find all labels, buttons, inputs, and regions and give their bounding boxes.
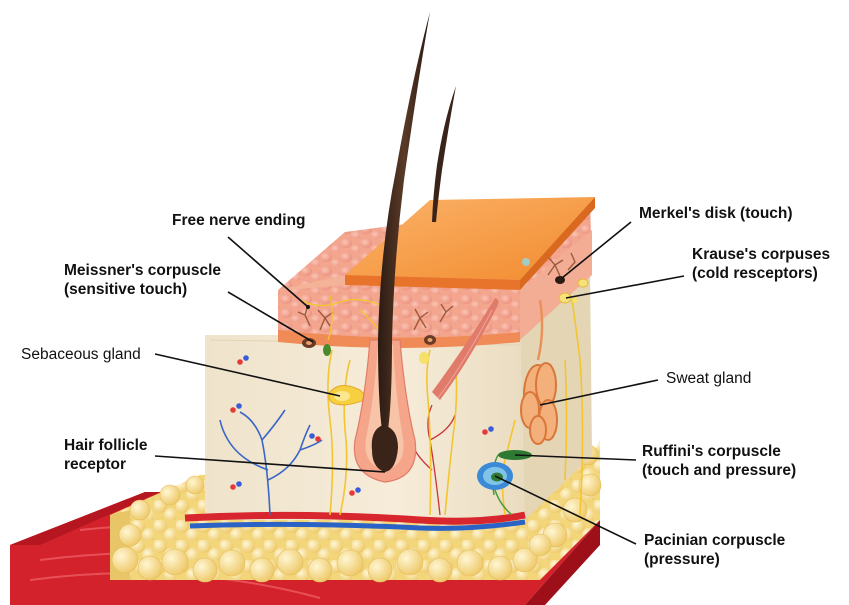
label-ruffini-corpuscle: Ruffini's corpuscle (touch and pressure): [642, 442, 796, 480]
label-free-nerve-ending: Free nerve ending: [172, 211, 306, 230]
label-ruffini-line2: (touch and pressure): [642, 461, 796, 480]
pore-dot: [522, 258, 530, 266]
label-hair-follicle-line2: receptor: [64, 455, 148, 474]
label-pacinian-corpuscle: Pacinian corpuscle (pressure): [644, 531, 785, 569]
label-krause-line1: Krause's corpuses: [692, 245, 830, 264]
label-krause-corpuses: Krause's corpuses (cold resceptors): [692, 245, 830, 283]
label-merkel-disk: Merkel's disk (touch): [639, 204, 793, 223]
leader-end-free-nerve: [306, 305, 310, 309]
label-pacinian-line1: Pacinian corpuscle: [644, 531, 785, 550]
label-ruffini-line1: Ruffini's corpuscle: [642, 442, 796, 461]
label-krause-line2: (cold resceptors): [692, 264, 830, 283]
label-pacinian-line2: (pressure): [644, 550, 785, 569]
label-hair-follicle-receptor: Hair follicle receptor: [64, 436, 148, 474]
leader-free-nerve-ending: [228, 237, 308, 307]
label-hair-follicle-line1: Hair follicle: [64, 436, 148, 455]
label-sebaceous-gland: Sebaceous gland: [21, 345, 141, 364]
label-meissner-corpuscle: Meissner's corpuscle (sensitive touch): [64, 261, 221, 299]
label-meissner-line2: (sensitive touch): [64, 280, 221, 299]
label-sweat-gland: Sweat gland: [666, 369, 751, 388]
label-meissner-line1: Meissner's corpuscle: [64, 261, 221, 280]
